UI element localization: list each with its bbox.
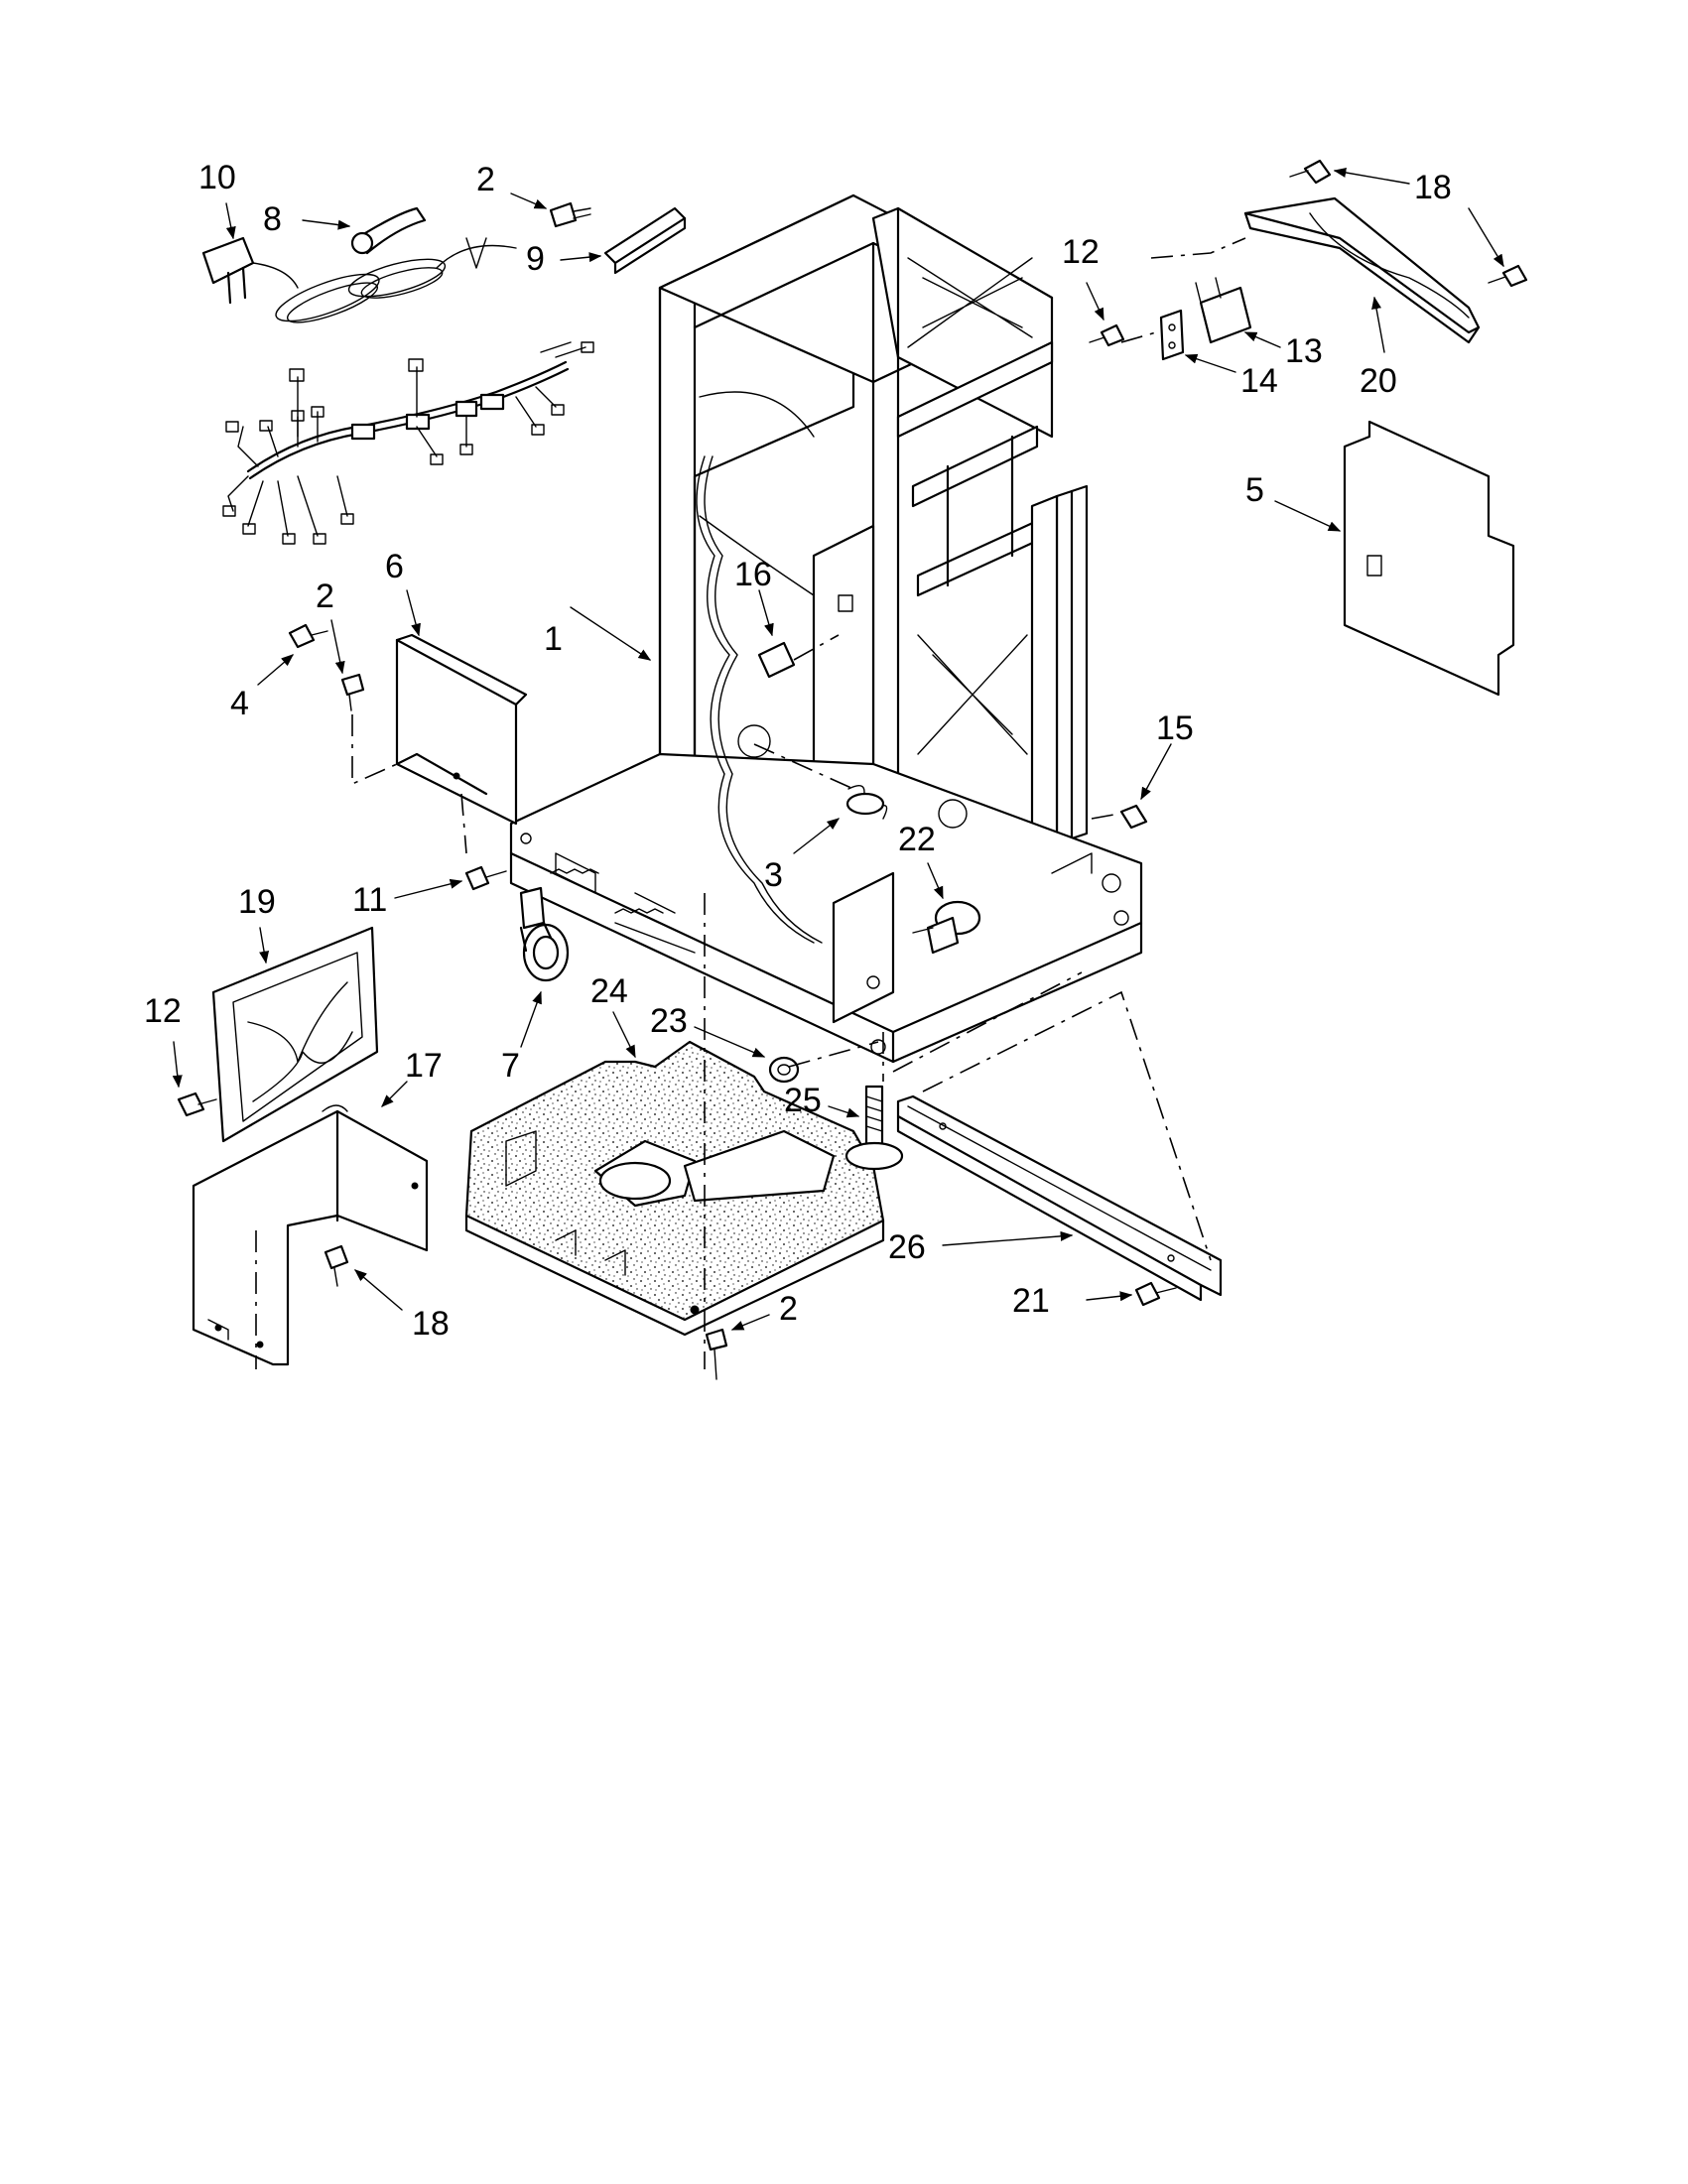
valve-22 bbox=[912, 900, 981, 955]
bracket-9 bbox=[603, 206, 687, 275]
cabinet-frame bbox=[509, 193, 1143, 1064]
callout-2: 2 bbox=[316, 578, 334, 615]
callout-2: 2 bbox=[779, 1290, 798, 1328]
callout-5: 5 bbox=[1245, 471, 1264, 509]
foot-25 bbox=[844, 1085, 904, 1171]
nut-23 bbox=[768, 1056, 800, 1084]
callout-8: 8 bbox=[263, 200, 282, 238]
callout-18: 18 bbox=[1414, 169, 1452, 206]
callout-14: 14 bbox=[1240, 362, 1278, 400]
callout-19: 19 bbox=[238, 883, 276, 921]
callout-3: 3 bbox=[764, 856, 783, 894]
callout-9: 9 bbox=[526, 240, 545, 278]
screw-12-upper bbox=[1089, 323, 1125, 347]
screw-2-bottom bbox=[705, 1328, 728, 1380]
callout-6: 6 bbox=[385, 548, 404, 585]
callout-15: 15 bbox=[1156, 709, 1194, 747]
cover-17 bbox=[192, 1104, 429, 1369]
screw-18-right bbox=[1488, 264, 1528, 288]
power-cord bbox=[201, 236, 517, 323]
screw-2-left bbox=[340, 673, 365, 711]
screw-2-top bbox=[549, 201, 591, 228]
callout-23: 23 bbox=[650, 1002, 688, 1040]
callout-21: 21 bbox=[1012, 1282, 1050, 1320]
callout-7: 7 bbox=[501, 1047, 520, 1085]
screw-18-lower bbox=[324, 1244, 349, 1287]
switch-13 bbox=[1195, 277, 1252, 344]
wiring-harness bbox=[222, 341, 594, 545]
assembly-lines bbox=[351, 237, 1246, 1369]
bracket-20 bbox=[1243, 196, 1481, 344]
screw-12-lower bbox=[177, 1092, 217, 1117]
callout-12: 12 bbox=[1062, 233, 1100, 271]
callout-24: 24 bbox=[590, 972, 628, 1010]
callout-2: 2 bbox=[476, 161, 495, 198]
screw-4 bbox=[288, 623, 328, 649]
bracket-14 bbox=[1159, 309, 1185, 361]
strain-relief bbox=[350, 206, 427, 255]
leader-arrows bbox=[172, 167, 1504, 1331]
shield-6 bbox=[395, 633, 528, 826]
spring-3 bbox=[753, 743, 888, 820]
callout-22: 22 bbox=[898, 821, 936, 858]
callout-12: 12 bbox=[144, 992, 182, 1030]
callout-20: 20 bbox=[1360, 362, 1397, 400]
panel-19 bbox=[211, 926, 379, 1143]
clip-16 bbox=[757, 634, 840, 679]
panel-5 bbox=[1343, 420, 1515, 697]
callout-10: 10 bbox=[198, 159, 236, 196]
rail-26 bbox=[896, 1094, 1223, 1302]
screw-21 bbox=[1134, 1281, 1177, 1307]
nut-15 bbox=[1119, 804, 1148, 830]
screw-18-top bbox=[1289, 159, 1332, 185]
callout-16: 16 bbox=[734, 556, 772, 593]
pad-24 bbox=[464, 1040, 885, 1337]
screw-11 bbox=[464, 865, 507, 891]
callout-11: 11 bbox=[352, 881, 387, 919]
callout-18: 18 bbox=[412, 1305, 450, 1343]
callout-17: 17 bbox=[405, 1047, 443, 1085]
callout-26: 26 bbox=[888, 1228, 926, 1266]
caster-7 bbox=[519, 886, 570, 982]
callout-13: 13 bbox=[1285, 332, 1323, 370]
callout-1: 1 bbox=[544, 620, 563, 658]
callout-4: 4 bbox=[230, 685, 249, 722]
callout-25: 25 bbox=[784, 1082, 822, 1119]
callout-labels: 10 8 2 9 18 12 13 14 20 5 6 2 4 1 16 15 … bbox=[144, 159, 1452, 1343]
